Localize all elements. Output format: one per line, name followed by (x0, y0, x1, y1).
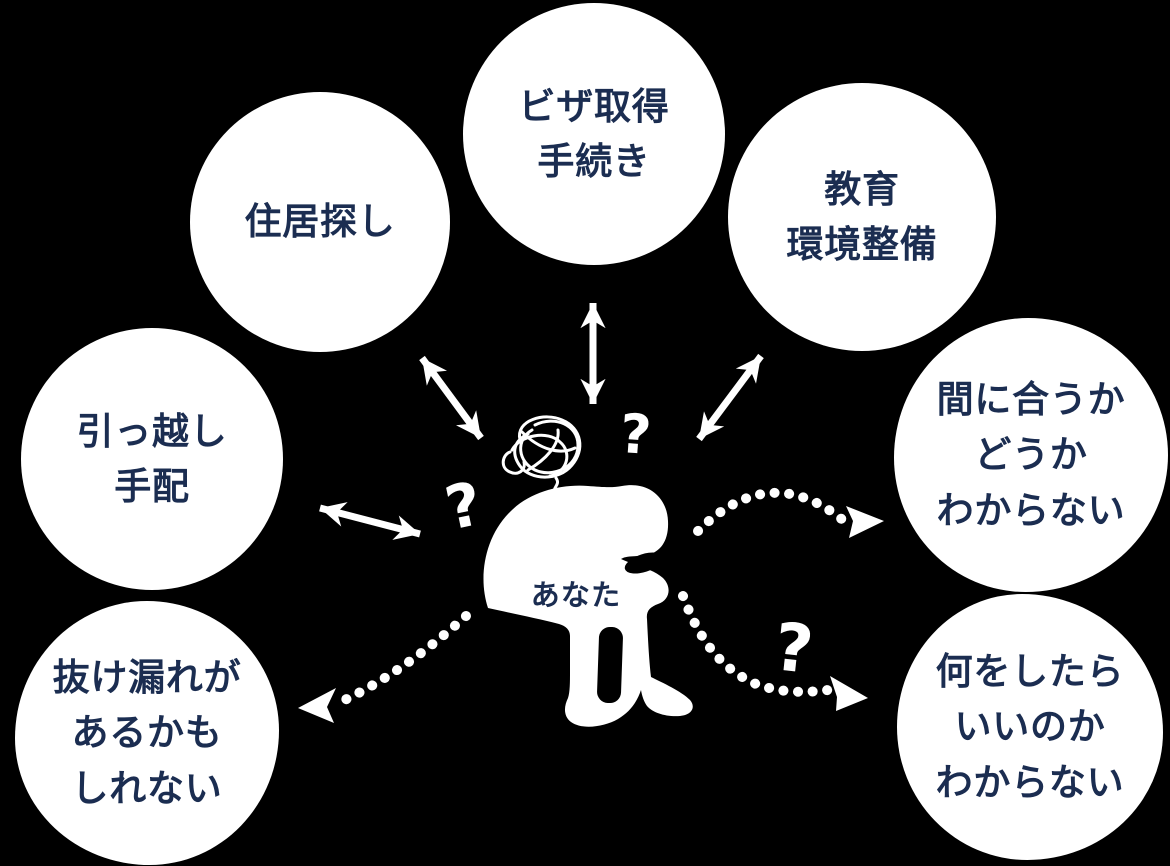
bubble-housing: 住居探し (190, 92, 450, 352)
bubble-housing-label: 住居探し (244, 201, 396, 243)
person-body (483, 485, 693, 727)
double-arrow-education (696, 353, 764, 442)
dotted-arrowhead-what-to-do (830, 676, 868, 711)
bubble-deadline-label: 間に合うか どうか わからない (936, 378, 1126, 531)
person-silhouette (483, 485, 693, 727)
bubble-visa-procedures: ビザ取得 手続き (463, 3, 725, 265)
dotted-arrowhead-omission (298, 688, 336, 723)
bubble-deadline-worry: 間に合うか どうか わからない (894, 318, 1168, 592)
dotted-arrow-deadline (693, 487, 849, 536)
double-arrow-housing (419, 355, 484, 441)
double-arrow-moving (319, 502, 421, 540)
bubble-moving-label: 引っ越し 手配 (76, 410, 228, 508)
dotted-arrow-what-to-do (678, 591, 833, 697)
bubble-education-label: 教育 環境整備 (786, 168, 938, 266)
person-chin-notch (624, 552, 664, 574)
bubble-what-to-do-worry: 何をしたら いいのか わからない (897, 594, 1163, 860)
bubble-education-environment: 教育 環境整備 (728, 83, 996, 351)
dotted-arrow-omission (331, 611, 471, 709)
person-leg-gap (597, 626, 623, 704)
question-mark-icon: ? (618, 402, 654, 467)
center-person-label: あなた (530, 580, 622, 612)
bubble-omission-label: 抜け漏れが あるかも しれない (52, 656, 242, 809)
question-mark-icon: ? (439, 469, 488, 545)
bubble-omission-worry: 抜け漏れが あるかも しれない (15, 601, 279, 865)
scribble-icon (501, 415, 582, 499)
question-mark-icon: ? (771, 608, 817, 689)
bubble-visa-label: ビザ取得 手続き (518, 85, 670, 183)
bubble-what-to-do-label: 何をしたら いいのか わからない (935, 650, 1125, 803)
bubble-moving-arrangements: 引っ越し 手配 (21, 328, 283, 590)
dotted-arrowhead-deadline (846, 506, 884, 538)
